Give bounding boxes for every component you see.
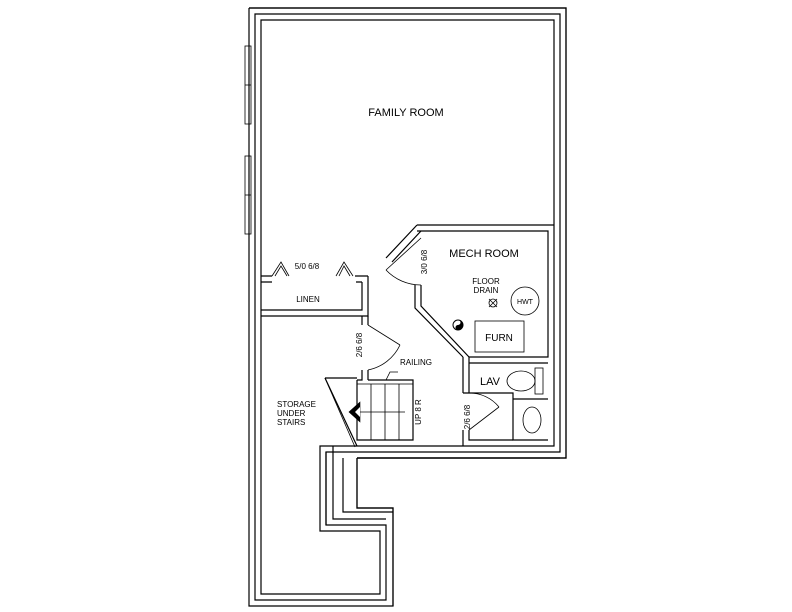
notch-inner (332, 446, 393, 520)
exterior-outline (248, 7, 567, 607)
furnace-icon (474, 320, 525, 353)
stair-door-label: 2/6 6/8 (355, 332, 364, 357)
storage-label-1: STORAGE (277, 400, 316, 409)
linen-label: LINEN (296, 295, 320, 304)
floor-drain-label-1: FLOOR (472, 277, 500, 286)
bottom-notch (325, 452, 560, 606)
stairs-label: UP 8 R (414, 399, 423, 425)
exterior-walls (248, 7, 567, 607)
lav-lower (462, 430, 513, 446)
furnace-label: FURN (485, 333, 513, 344)
mech-door-label: 3/0 6/8 (420, 249, 429, 274)
lav-fixtures (506, 367, 544, 434)
lav-walls (462, 357, 548, 441)
closet-door-label: 5/0 6/8 (295, 262, 320, 271)
toilet-icon (506, 367, 544, 395)
storage-label-2: UNDER (277, 409, 306, 418)
sump-pump-icon (452, 319, 464, 331)
stairs (324, 377, 414, 448)
lav-door (468, 392, 500, 431)
hwt-icon (510, 286, 540, 316)
railing-leader (385, 371, 398, 381)
mech-room-wall-top (417, 224, 554, 358)
sink-icon (522, 406, 542, 434)
floor-drain-icon (488, 298, 498, 308)
closet-front-wall (261, 275, 368, 283)
hwt-label: HWT (517, 299, 534, 306)
family-room-label: FAMILY ROOM (368, 107, 443, 119)
stair-wall (357, 316, 369, 381)
floor-drain-label-2: DRAIN (474, 286, 499, 295)
railing-label: RAILING (400, 358, 432, 367)
mech-room-wall-diag-bottom (414, 285, 470, 358)
lav-door-label: 2/6 6/8 (463, 404, 472, 429)
interior-walls (261, 224, 554, 446)
exterior-outline-3 (260, 19, 555, 595)
mech-room-wall-diag-top (385, 224, 422, 263)
mech-door (385, 237, 422, 286)
lav-label: LAV (480, 376, 501, 388)
mech-room-label: MECH ROOM (449, 248, 519, 260)
mech-equipment (452, 286, 540, 353)
exterior-outline-2 (254, 13, 561, 601)
windows (244, 45, 252, 235)
closet-bifold-doors (271, 261, 354, 277)
stair-door (367, 324, 401, 371)
storage-label-3: STAIRS (277, 418, 305, 427)
